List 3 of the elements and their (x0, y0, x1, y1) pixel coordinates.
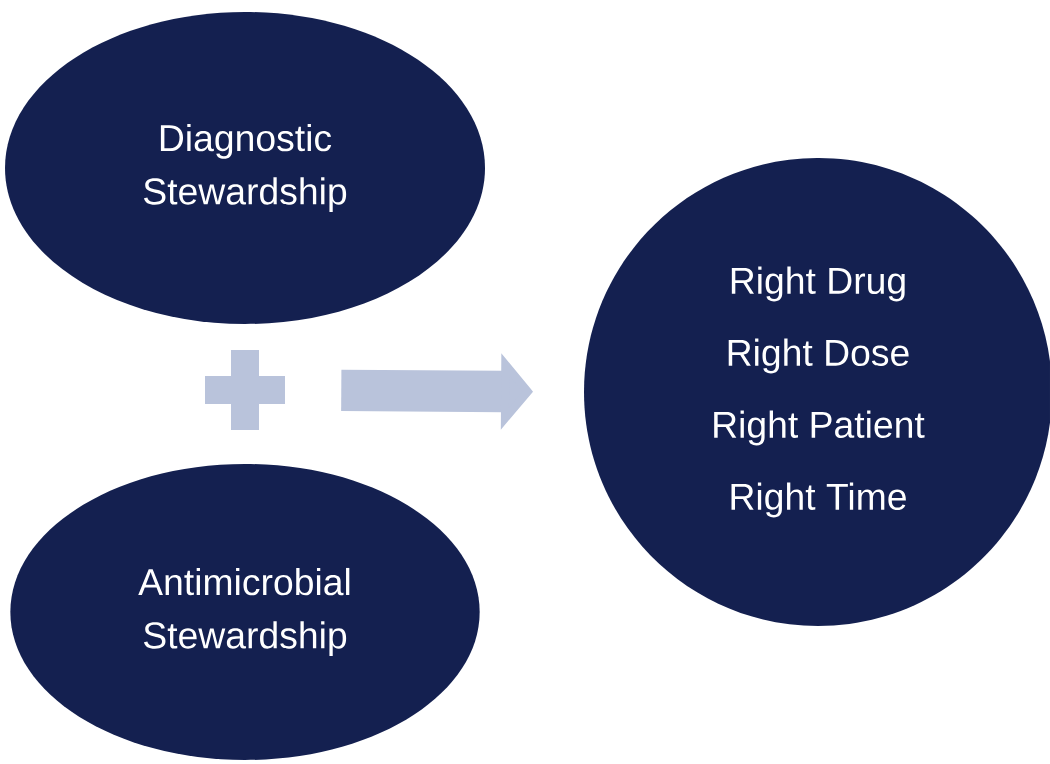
ellipse-node: Diagnostic Stewardship (5, 12, 485, 324)
ellipse-node: Antimicrobial Stewardship (10, 464, 480, 760)
plus-sign (205, 350, 285, 430)
